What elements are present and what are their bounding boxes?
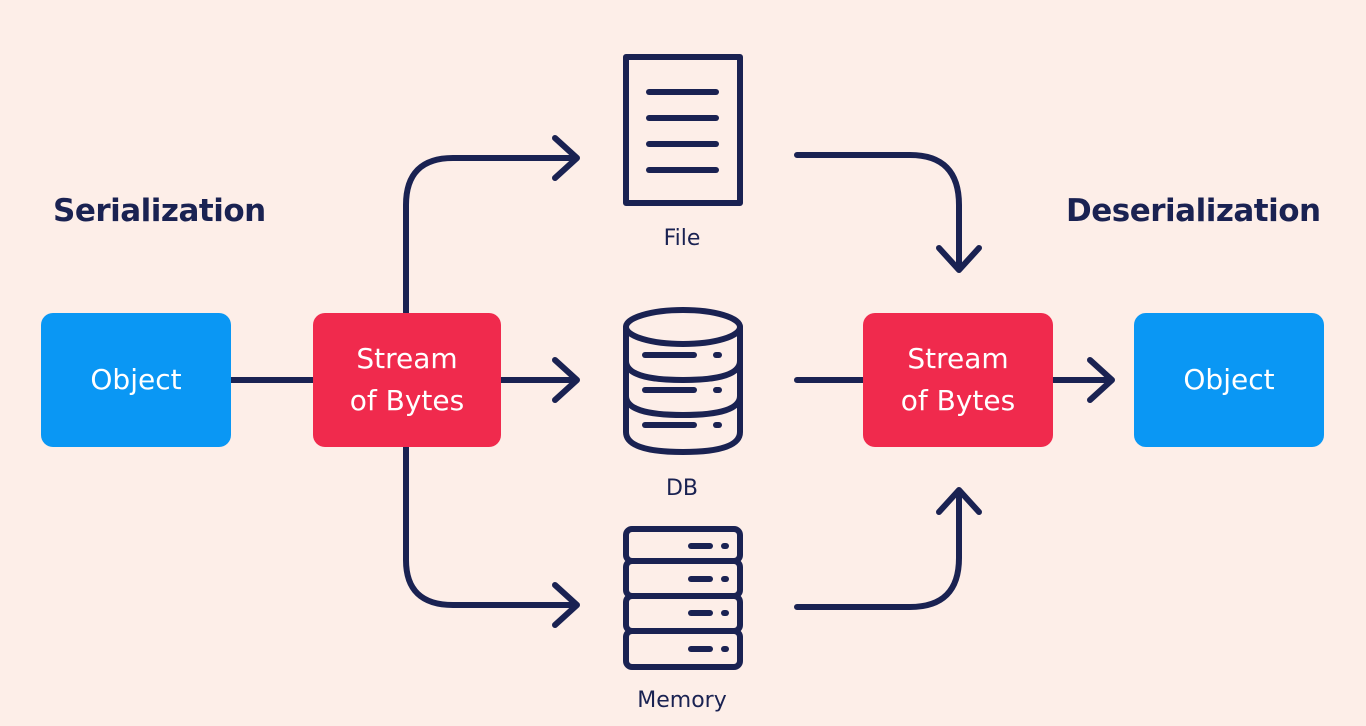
object-label-left: Object [90,363,182,396]
db-caption: DB [665,476,699,501]
arrowhead-to-file [552,135,580,181]
deserialization-heading: Deserialization [1066,193,1321,229]
object-box-left: Object [41,313,231,447]
connector-stream-to-memory [403,444,578,608]
serialization-heading: Serialization [53,193,266,229]
server-rack-icon [623,526,743,670]
stream-of-bytes-box-left: Stream of Bytes [313,313,501,447]
stream-of-bytes-box-right: Stream of Bytes [863,313,1053,447]
arrowhead-to-memory [552,582,580,628]
object-label-right: Object [1183,363,1275,396]
stream-label-right: Stream of Bytes [900,342,1016,417]
stream-label-left: Stream of Bytes [349,342,465,417]
file-caption: File [663,226,701,251]
object-box-right: Object [1134,313,1324,447]
connector-file-to-stream [794,152,962,271]
file-document-icon [623,54,743,206]
arrowhead-to-db [552,357,580,403]
memory-caption: Memory [637,688,727,713]
connector-stream-to-file [403,155,578,316]
arrowhead-file-down [936,245,982,273]
arrowhead-to-object [1087,357,1115,403]
connector-memory-to-stream [794,489,962,610]
arrowhead-memory-up [936,487,982,515]
database-icon [623,307,743,455]
